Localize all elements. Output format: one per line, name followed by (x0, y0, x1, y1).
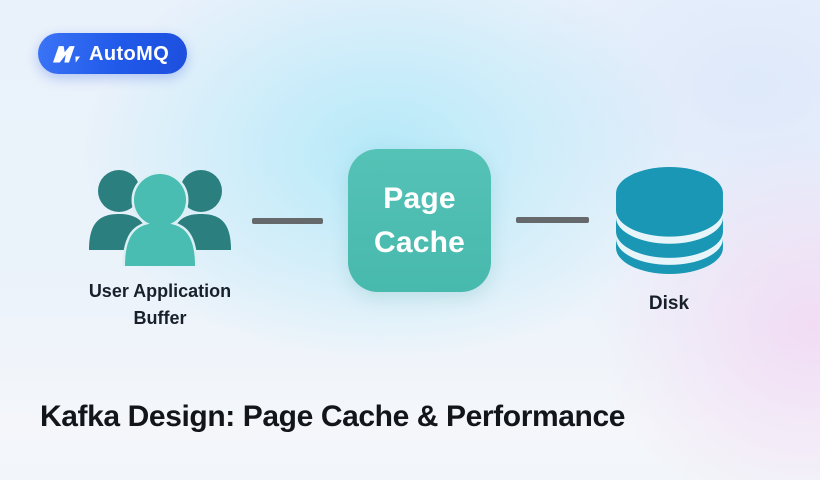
node-label-disk: Disk (648, 293, 690, 314)
automq-m-icon (53, 45, 80, 63)
database-cylinder-icon (616, 167, 723, 274)
connector-line-2 (516, 217, 589, 223)
node-label-page-cache: Page Cache (373, 181, 466, 259)
automq-brand-text: AutoMQ (89, 42, 170, 65)
connector-line-1 (252, 218, 323, 224)
node-label-user-buffer: User Application Buffer (88, 281, 232, 328)
page-title: Kafka Design: Page Cache & Performance (40, 400, 626, 433)
users-group-icon (89, 170, 231, 266)
automq-logo: AutoMQ (38, 33, 188, 74)
diagram-node-page-cache: Page Cache (348, 149, 491, 292)
